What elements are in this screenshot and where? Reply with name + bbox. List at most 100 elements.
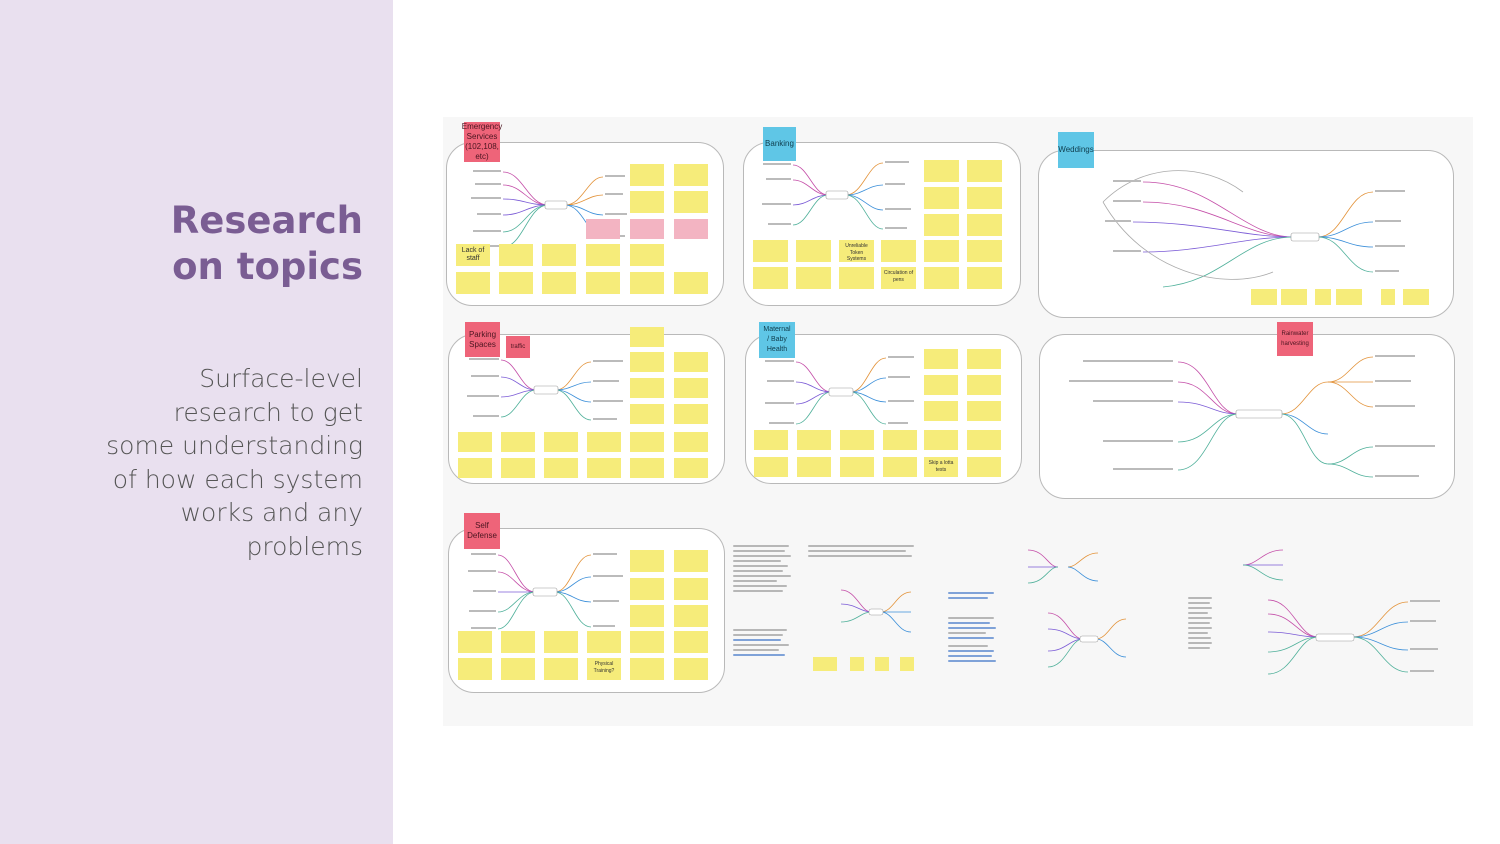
sticky-note[interactable]: [967, 187, 1002, 209]
tag-maternal-health[interactable]: Maternal / Baby Health: [759, 322, 795, 358]
sticky-lack-of-staff[interactable]: Lack of staff: [456, 244, 490, 266]
sticky-note[interactable]: [674, 631, 708, 653]
sticky-note[interactable]: [544, 658, 578, 680]
sticky-note[interactable]: [881, 240, 916, 262]
tag-self-defense[interactable]: Self Defense: [464, 513, 500, 549]
sticky-note[interactable]: [674, 578, 708, 600]
sticky-note[interactable]: [883, 457, 917, 477]
sticky-note[interactable]: [1381, 289, 1395, 305]
sticky-unreliable-token[interactable]: Unreliable Token Systems: [839, 240, 874, 262]
sticky-note[interactable]: [674, 164, 708, 186]
sticky-note[interactable]: [1336, 289, 1362, 305]
sticky-note[interactable]: [967, 349, 1001, 369]
sticky-note[interactable]: [630, 404, 664, 424]
sticky-note[interactable]: [924, 187, 959, 209]
sticky-note[interactable]: [630, 219, 664, 239]
sticky-note[interactable]: [967, 430, 1001, 450]
sticky-note[interactable]: [499, 272, 533, 294]
sticky-note[interactable]: [924, 375, 958, 395]
sticky-note[interactable]: [797, 430, 831, 450]
sticky-note[interactable]: [674, 550, 708, 572]
sticky-note[interactable]: [1251, 289, 1277, 305]
sticky-note[interactable]: [630, 327, 664, 347]
sticky-note[interactable]: [630, 378, 664, 398]
sticky-note[interactable]: [674, 658, 708, 680]
sticky-note[interactable]: [458, 432, 492, 452]
sticky-note[interactable]: [542, 244, 576, 266]
sticky-note[interactable]: [967, 457, 1001, 477]
sticky-note[interactable]: [630, 432, 664, 452]
sticky-note[interactable]: [754, 430, 788, 450]
tag-parking-spaces[interactable]: Parking Spaces: [465, 322, 500, 357]
sticky-note[interactable]: [674, 272, 708, 294]
sticky-note[interactable]: [674, 432, 708, 452]
sticky-note[interactable]: [674, 191, 708, 213]
sticky-note[interactable]: [586, 244, 620, 266]
sticky-note[interactable]: [883, 430, 917, 450]
sticky-physical-training[interactable]: Physical Training?: [587, 658, 621, 680]
tag-rainwater-harvesting[interactable]: Rainwater harvesting: [1277, 322, 1313, 356]
sticky-note[interactable]: [967, 401, 1001, 421]
sticky-note[interactable]: [501, 458, 535, 478]
tag-traffic[interactable]: traffic: [506, 336, 530, 358]
sticky-note[interactable]: [630, 578, 664, 600]
sticky-note[interactable]: [797, 457, 831, 477]
sticky-note[interactable]: [501, 658, 535, 680]
sticky-note[interactable]: [924, 267, 959, 289]
tag-banking[interactable]: Banking: [763, 127, 796, 161]
sticky-note[interactable]: [501, 432, 535, 452]
sticky-note[interactable]: [630, 605, 664, 627]
sticky-note[interactable]: [674, 219, 708, 239]
sticky-note[interactable]: [967, 214, 1002, 236]
sticky-note[interactable]: [924, 401, 958, 421]
sticky-note[interactable]: [499, 244, 533, 266]
sticky-note[interactable]: [1315, 289, 1331, 305]
sticky-note[interactable]: [840, 430, 874, 450]
sticky-note[interactable]: [754, 457, 788, 477]
sticky-note[interactable]: [840, 457, 874, 477]
sticky-note[interactable]: [587, 458, 621, 478]
sticky-note[interactable]: [753, 240, 788, 262]
sticky-note[interactable]: [900, 657, 914, 671]
sticky-note[interactable]: [967, 375, 1001, 395]
sticky-note[interactable]: [630, 550, 664, 572]
whiteboard[interactable]: Emergency Services (102,108, etc) Bankin…: [443, 117, 1473, 726]
sticky-note[interactable]: [456, 272, 490, 294]
sticky-note[interactable]: [587, 631, 621, 653]
sticky-note[interactable]: [542, 272, 576, 294]
sticky-note[interactable]: [630, 191, 664, 213]
sticky-note[interactable]: [630, 631, 664, 653]
sticky-note[interactable]: [544, 458, 578, 478]
sticky-note[interactable]: [544, 432, 578, 452]
tag-emergency-services[interactable]: Emergency Services (102,108, etc): [461, 122, 503, 162]
sticky-note[interactable]: [501, 631, 535, 653]
sticky-note[interactable]: [674, 378, 708, 398]
sticky-note[interactable]: [674, 458, 708, 478]
sticky-note[interactable]: [967, 267, 1002, 289]
sticky-note[interactable]: [850, 657, 864, 671]
sticky-note[interactable]: [587, 432, 621, 452]
sticky-note[interactable]: [924, 430, 958, 450]
sticky-note[interactable]: [630, 272, 664, 294]
sticky-note[interactable]: [544, 631, 578, 653]
sticky-note[interactable]: [753, 267, 788, 289]
sticky-note[interactable]: [458, 458, 492, 478]
sticky-note[interactable]: [586, 272, 620, 294]
sticky-note[interactable]: [674, 352, 708, 372]
tag-weddings[interactable]: Weddings: [1058, 132, 1094, 168]
sticky-note[interactable]: [630, 458, 664, 478]
sticky-note[interactable]: [1403, 289, 1429, 305]
sticky-note[interactable]: [967, 240, 1002, 262]
sticky-note[interactable]: [796, 240, 831, 262]
sticky-note[interactable]: [630, 244, 664, 266]
sticky-note[interactable]: [924, 214, 959, 236]
sticky-note[interactable]: [924, 240, 959, 262]
sticky-note[interactable]: [967, 160, 1002, 182]
sticky-note[interactable]: [875, 657, 889, 671]
sticky-note[interactable]: [630, 352, 664, 372]
sticky-note[interactable]: [813, 657, 837, 671]
sticky-note[interactable]: [630, 164, 664, 186]
sticky-note[interactable]: [839, 267, 874, 289]
sticky-note[interactable]: [924, 349, 958, 369]
sticky-note[interactable]: [458, 631, 492, 653]
